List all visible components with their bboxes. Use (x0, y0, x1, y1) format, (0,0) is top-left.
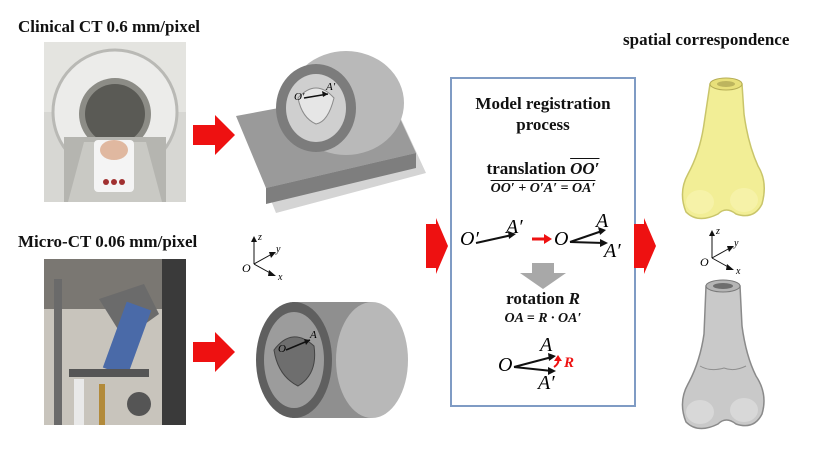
micro-axes-triad: O z y x (242, 232, 283, 282)
clinical-ct-photo (44, 42, 186, 202)
spatial-correspondence-title: spatial correspondence (623, 30, 790, 49)
axis-z-label: z (257, 232, 262, 243)
rotation-o-label: O (498, 354, 512, 376)
rotation-diagram: O A A′ R (498, 334, 574, 391)
translation-o-label: O (554, 228, 568, 250)
rotation-heading: rotation R (452, 289, 634, 309)
translation-heading: translation OO′ (452, 159, 634, 179)
micro-ct-title: Micro-CT 0.06 mm/pixel (18, 232, 198, 251)
axis-x-label: x (277, 272, 283, 282)
rotation-symbol: R (568, 289, 580, 308)
translation-a-label: A (594, 210, 609, 232)
translation-diagram: O′ A′ O A A′ (460, 210, 621, 261)
registration-title-line2: process (516, 115, 570, 134)
registration-title-line1: Model registration (475, 94, 611, 113)
micro-to-model-arrow (193, 332, 235, 372)
clinical-ct-title: Clinical CT 0.6 mm/pixel (18, 17, 200, 36)
translation-vector: OO′ (570, 159, 600, 178)
registration-to-result-arrow (634, 218, 656, 274)
result-axes-triad: O z y x (700, 226, 741, 274)
result-axis-z-label: z (715, 226, 720, 237)
rotation-r-label: R (563, 355, 574, 371)
translation-o-prime-label: O′ (460, 228, 479, 250)
translation-a-prime-label: A′ (504, 216, 523, 238)
clinical-ct-model: O′ A′ (236, 51, 426, 213)
clinical-to-model-arrow (193, 115, 235, 155)
result-axis-y-label: y (733, 238, 739, 249)
clinical-model-o-prime-label: O′ (294, 91, 305, 103)
clinical-model-a-prime-label: A′ (325, 81, 336, 93)
model-to-registration-arrow (426, 218, 448, 274)
gray-bone-model (681, 279, 765, 430)
micro-model-a-label: A (309, 329, 317, 341)
micro-ct-photo (44, 259, 186, 425)
rotation-equation: OA = R · OA′ (504, 311, 582, 326)
micro-ct-model: O A (256, 302, 408, 418)
micro-model-o-label: O (278, 343, 286, 355)
translation-word: translation (486, 159, 566, 178)
axis-o-label: O (242, 261, 251, 275)
registration-process-box: Model registration process translation O… (450, 77, 636, 407)
rotation-word: rotation (506, 289, 565, 308)
yellow-bone-model (681, 77, 765, 220)
result-axis-o-label: O (700, 255, 709, 269)
axis-y-label: y (275, 244, 281, 255)
result-axis-x-label: x (735, 266, 741, 274)
rotation-a-label: A (538, 334, 553, 356)
rotation-a-prime-label: A′ (536, 372, 555, 391)
translation-equation: OO′ + O′A′ = OA′ (490, 181, 596, 196)
translation-a-prime2-label: A′ (602, 240, 621, 261)
gray-down-arrow (520, 263, 566, 289)
